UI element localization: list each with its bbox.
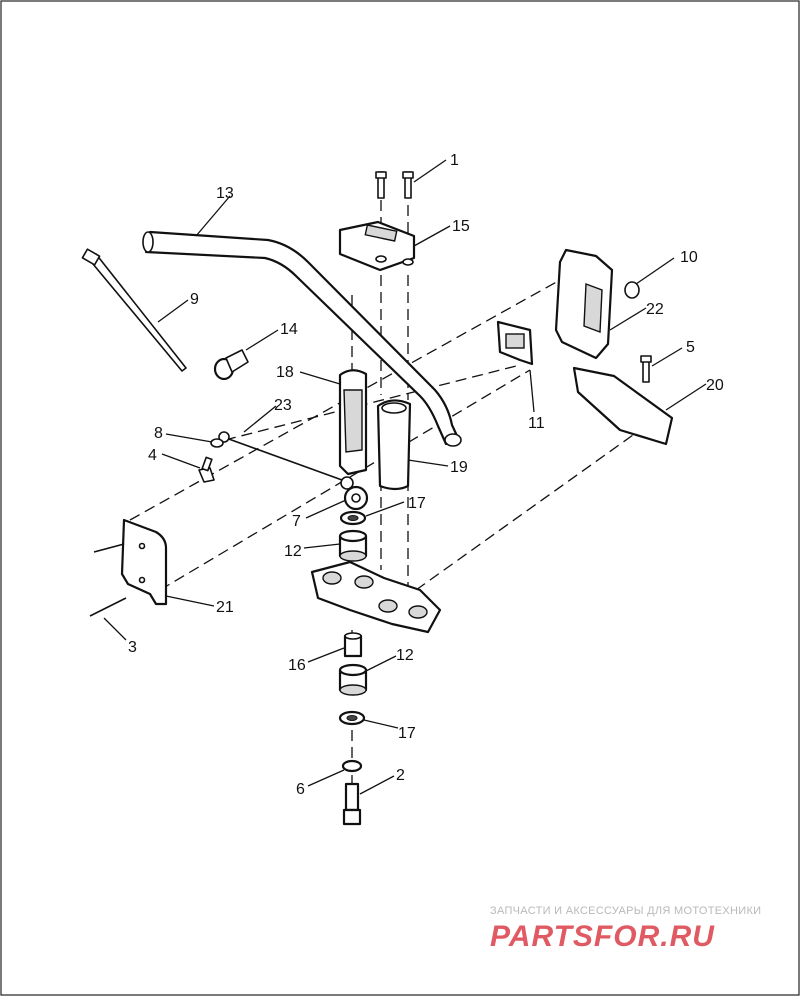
lock-washer — [210, 438, 224, 448]
leader-lines — [103, 159, 707, 795]
callout-20: 20 — [706, 377, 724, 394]
rubber-bushing-lower — [338, 663, 368, 696]
upper-handlebar-clamp — [338, 220, 416, 272]
watermark: ЗАПЧАСТИ И АКСЕССУАРЫ ДЛЯ МОТОТЕХНИКИ PA… — [490, 905, 761, 953]
callout-19: 19 — [450, 459, 468, 476]
riser-bolt — [342, 782, 362, 826]
callout-14: 14 — [280, 321, 298, 338]
bolt-4 — [198, 456, 215, 483]
callout-9: 9 — [190, 291, 199, 308]
callout-21: 21 — [216, 599, 234, 616]
trim-insert — [624, 281, 640, 299]
flat-washer-upper — [339, 510, 367, 526]
clamp-bolts — [375, 171, 414, 199]
flat-washer-lower — [338, 710, 366, 726]
lock-washer-lower — [341, 759, 363, 773]
callout-23: 23 — [274, 397, 292, 414]
watermark-logo: PARTSFOR.RU — [490, 920, 715, 953]
cable-tie — [81, 248, 187, 372]
callout-5: 5 — [686, 339, 695, 356]
ground-strap — [218, 431, 354, 490]
callout-11: 11 — [528, 415, 545, 432]
callout-6: 6 — [296, 781, 305, 798]
mounting-bracket — [120, 518, 168, 606]
callout-15: 15 — [452, 218, 470, 235]
callout-8: 8 — [154, 425, 163, 442]
lower-fork-bracket — [310, 560, 442, 634]
callout-18: 18 — [276, 364, 294, 381]
callout-17a: 17 — [408, 495, 426, 512]
callout-7: 7 — [292, 513, 301, 530]
watermark-tagline: ЗАПЧАСТИ И АКСЕССУАРЫ ДЛЯ МОТОТЕХНИКИ — [490, 905, 761, 917]
wire-bracket — [496, 320, 534, 366]
star-washer — [343, 485, 369, 511]
callout-12a: 12 — [284, 543, 302, 560]
callout-labels: 1 2 3 4 5 6 7 8 9 10 11 12 12 13 14 15 1… — [128, 152, 724, 798]
bracket-cover — [572, 366, 674, 446]
callout-13: 13 — [216, 185, 234, 202]
callout-2: 2 — [396, 767, 405, 784]
riser-left — [338, 369, 368, 476]
callout-17b: 17 — [398, 725, 416, 742]
clip-clamp — [213, 349, 249, 381]
callout-10: 10 — [680, 249, 698, 266]
spacer-sleeve — [343, 632, 363, 658]
rubber-bushing-upper — [338, 529, 368, 562]
callout-3: 3 — [128, 639, 137, 656]
riser-right — [376, 399, 412, 491]
riser-cover — [554, 248, 614, 360]
callout-12b: 12 — [396, 647, 414, 664]
cover-screw — [640, 355, 652, 383]
callout-16: 16 — [288, 657, 306, 674]
callout-22: 22 — [646, 301, 664, 318]
handlebar — [142, 230, 462, 447]
callout-1: 1 — [450, 152, 459, 169]
bracket-bolts — [89, 543, 127, 617]
callout-4: 4 — [148, 447, 157, 464]
